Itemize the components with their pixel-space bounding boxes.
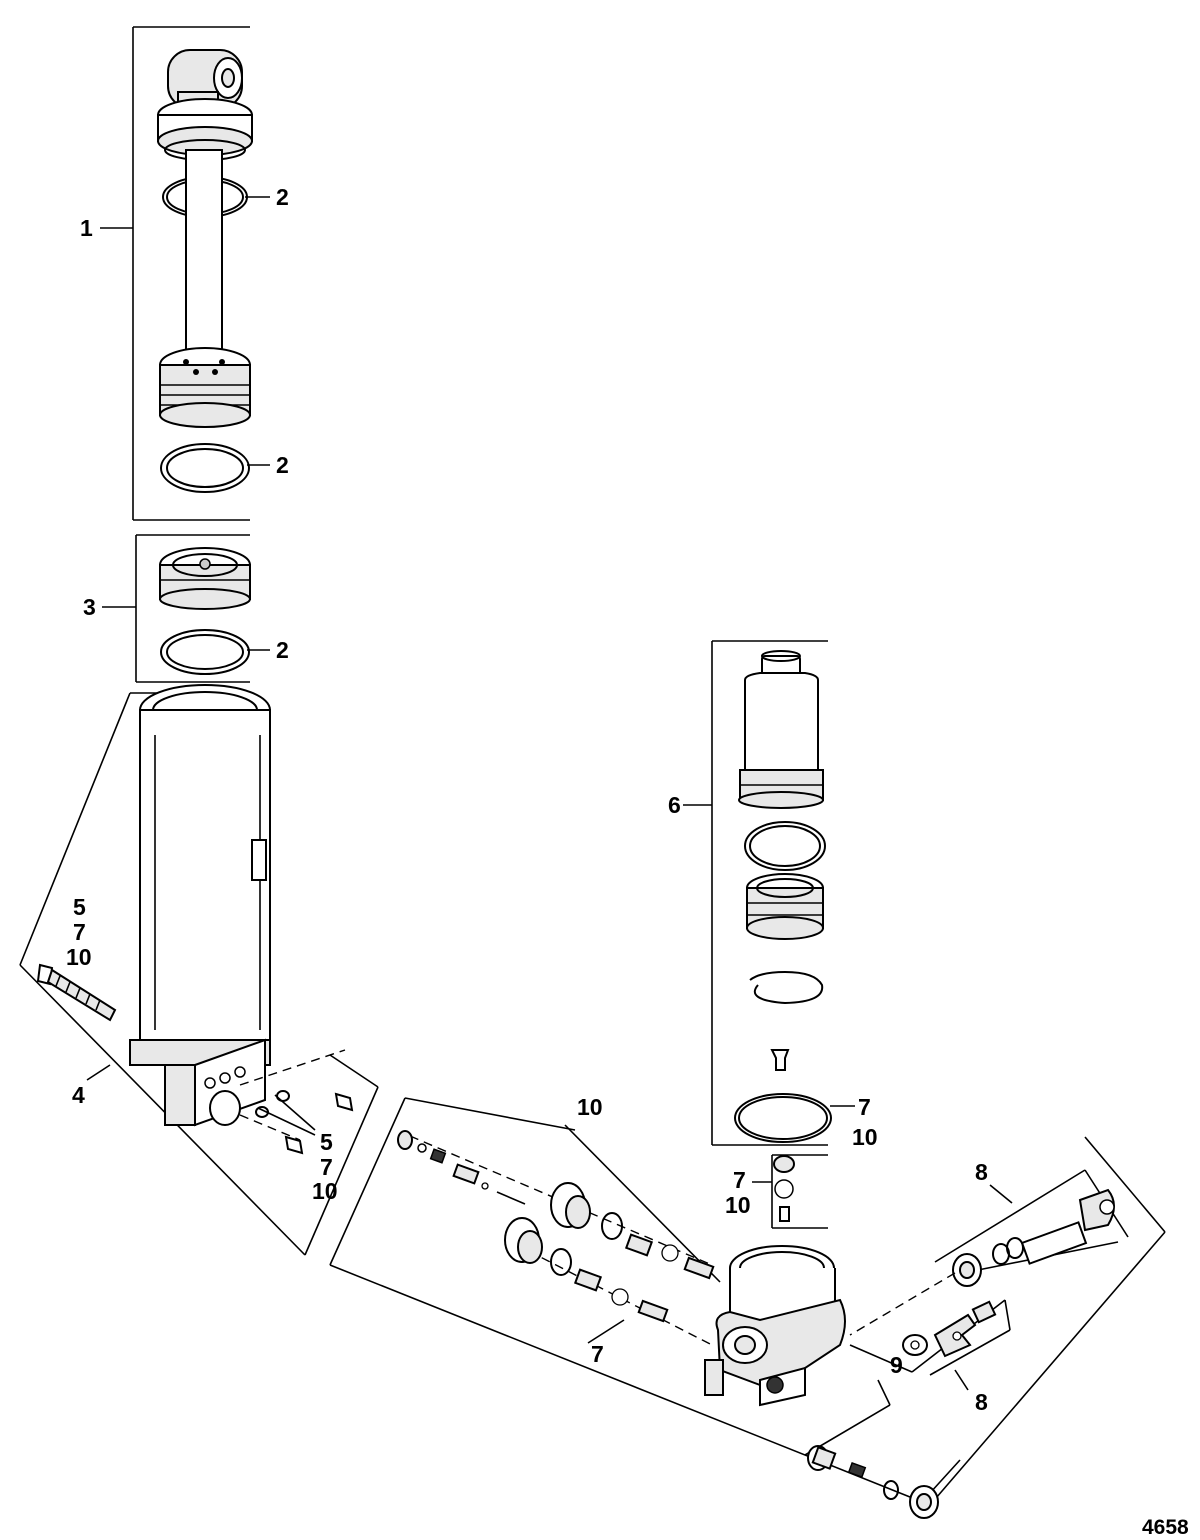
manual-release-valve — [952, 1188, 1115, 1287]
callout-10-pins: 10 — [312, 1178, 338, 1204]
callout-8-lower: 8 — [975, 1389, 988, 1415]
callout-1: 1 — [80, 215, 93, 241]
callout-4: 4 — [72, 1082, 85, 1108]
callout-2-upper-oring: 2 — [276, 184, 289, 210]
callout-2-lower-oring: 2 — [276, 452, 289, 478]
reservoir-cap — [738, 650, 824, 809]
callout-5-pins: 5 — [320, 1129, 333, 1155]
group-6-bracket — [683, 640, 828, 1146]
callout-7-assembly: 7 — [591, 1341, 604, 1367]
callout-7-small-valve: 7 — [733, 1167, 746, 1193]
callout-10-small-valve: 10 — [725, 1192, 751, 1218]
relief-valve — [807, 1445, 939, 1519]
retaining-plate — [902, 1300, 997, 1358]
callout-labels: 1 2 2 3 2 6 4 5 7 10 5 7 10 10 7 10 7 10… — [66, 184, 1189, 1539]
small-valve-parts — [773, 1155, 795, 1222]
callout-9: 9 — [890, 1352, 903, 1378]
callout-10-bolt: 10 — [66, 944, 92, 970]
group-9-bracket — [804, 1379, 961, 1494]
group-4-bracket — [19, 692, 379, 1256]
callout-6: 6 — [668, 792, 681, 818]
callout-10-valves: 10 — [577, 1094, 603, 1120]
callout-7-reservoir-oring: 7 — [858, 1094, 871, 1120]
callout-5-bolt: 5 — [73, 894, 86, 920]
pump-body — [704, 1245, 846, 1407]
group-1-bracket — [100, 26, 250, 521]
callout-8-upper: 8 — [975, 1159, 988, 1185]
ram-rod-assembly — [157, 49, 253, 493]
callout-7-pins: 7 — [320, 1154, 333, 1180]
callout-3: 3 — [83, 594, 96, 620]
small-valve-bracket — [752, 1154, 828, 1229]
callout-7-bolt: 7 — [73, 919, 86, 945]
reservoir-seals — [734, 821, 832, 1143]
cylinder-pins — [239, 1049, 354, 1155]
group-3-bracket — [102, 534, 250, 683]
valve-row-lower — [504, 1217, 713, 1346]
group-8-upper-bracket — [934, 1169, 1129, 1271]
trim-cylinder — [129, 684, 271, 1127]
cylinder-bolt — [36, 963, 117, 1022]
memory-piston — [159, 547, 251, 675]
diagram-reference-number: 4658 — [1142, 1516, 1189, 1539]
valve-row-upper — [397, 1130, 715, 1280]
callout-2-memory-oring: 2 — [276, 637, 289, 663]
callout-10-reservoir-oring: 10 — [852, 1124, 878, 1150]
